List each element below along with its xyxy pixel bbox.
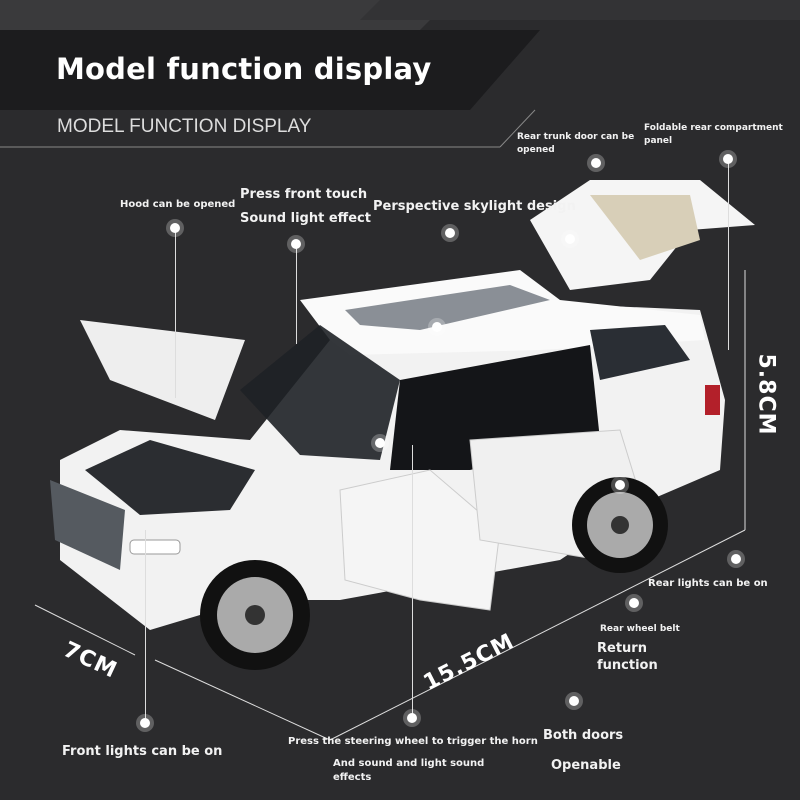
dimension-height: 5.8CM [753, 353, 779, 436]
hotspot-press-front[interactable] [291, 239, 301, 249]
hotspot-panel[interactable] [723, 154, 733, 164]
pointer-line [296, 244, 297, 344]
callout-skylight: Perspective skylight design [373, 199, 576, 214]
page-subtitle: MODEL FUNCTION DISPLAY [57, 116, 312, 137]
page-title: Model function display [56, 52, 432, 86]
hotspot-hood[interactable] [170, 223, 180, 233]
hotspot-doors[interactable] [569, 696, 579, 706]
hotspot-return[interactable] [615, 480, 625, 490]
pointer-line [145, 530, 146, 720]
callout-trunk: Rear trunk door can be opened [517, 132, 635, 155]
callout-steering: Press the steering wheel to trigger the … [288, 736, 538, 747]
callout-return-1: Return [597, 641, 647, 656]
pointer-line [412, 445, 413, 715]
hotspot-steering[interactable] [407, 713, 417, 723]
hotspot-front-lights[interactable] [140, 718, 150, 728]
pointer-line [728, 160, 729, 350]
callout-hood: Hood can be opened [120, 199, 236, 210]
pointer-line [175, 228, 176, 398]
callout-panel: Foldable rear compartment panel [644, 123, 783, 146]
callout-doors-2: Openable [551, 758, 621, 773]
callout-press-front-2: Sound light effect [240, 211, 371, 226]
callout-rear-lights: Rear lights can be on [648, 578, 768, 589]
hotspot-trunk[interactable] [591, 158, 601, 168]
callout-return-2: function [597, 658, 658, 673]
hotspot-skylight[interactable] [445, 228, 455, 238]
hotspot-door-front[interactable] [375, 438, 385, 448]
callout-sound: And sound and light sound effects [333, 758, 485, 783]
callout-wheel-belt: Rear wheel belt [600, 624, 680, 634]
hotspot-rear-lights[interactable] [731, 554, 741, 564]
hotspot-wheel-belt[interactable] [629, 598, 639, 608]
callout-doors-1: Both doors [543, 728, 624, 743]
hotspot-skylight-roof[interactable] [432, 322, 442, 332]
callout-press-front-1: Press front touch [240, 187, 368, 202]
hotspot-trunk-door[interactable] [565, 234, 575, 244]
callout-front-lights: Front lights can be on [62, 744, 223, 759]
header-band [0, 0, 800, 148]
